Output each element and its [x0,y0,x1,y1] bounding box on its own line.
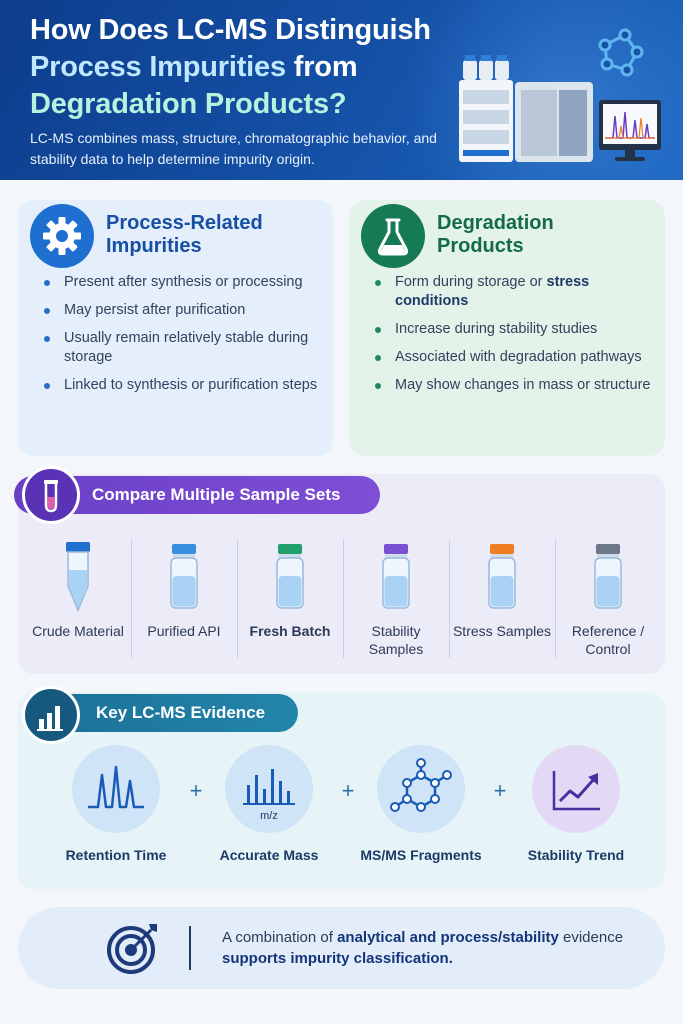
list-item: Linked to synthesis or purification step… [40,376,320,395]
conclusion-part: A combination of [222,929,338,946]
sample-label: Stability Samples [368,623,424,657]
header-banner: How Does LC-MS Distinguish Process Impur… [0,0,683,180]
sample-vial-item: Stability Samples [343,540,449,658]
sample-label: Stress Samples [452,623,552,639]
process-impurities-card: Process-Related Impurities Present after… [18,200,333,456]
mz-axis-label: m/z [260,810,278,822]
list-item: Present after synthesis or processing [40,273,320,292]
sample-vial-item: Reference / Control [555,540,661,658]
evidence-retention-time: Retention Time [51,745,181,865]
chromatogram-icon [72,745,160,833]
target-icon [107,924,157,974]
list-item: Associated with degradation pathways [371,348,651,367]
gear-icon [30,204,94,268]
list-item: Form during storage or stress conditions [371,273,651,311]
footer-divider [189,926,191,970]
title-line-1: How Does LC-MS Distinguish [30,14,431,46]
vial-icon [488,544,516,609]
sample-divider [555,540,556,658]
bar-chart-icon [22,686,80,744]
degradation-bullet-list: Form during storage or stress conditions… [371,273,651,404]
page-subtitle: LC-MS combines mass, structure, chromato… [30,130,437,167]
title-accent: Process Impurities [30,51,286,83]
evidence-label: Stability Trend [527,847,625,863]
conclusion-part: evidence [558,929,624,946]
vial-icon [170,544,198,609]
list-item: May persist after purification [40,301,320,320]
sample-label: Fresh Batch [249,623,331,639]
sample-vial-item: Stress Samples [449,540,555,640]
sample-vial-item: Fresh Batch [237,540,343,640]
plus-sign: + [493,778,507,803]
title-line-3: Degradation Products? [30,88,347,120]
vial-icon [382,544,410,609]
process-bullet-list: Present after synthesis or processing Ma… [40,273,320,404]
evidence-accurate-mass: m/z Accurate Mass [204,745,334,865]
mass-spectrum-icon: m/z [225,745,313,833]
process-card-title: Process-Related Impurities [106,212,263,257]
page-title: How Does LC-MS Distinguish Process Impur… [30,12,470,123]
list-item: Increase during stability studies [371,320,651,339]
sample-label: Purified API [147,623,221,639]
sample-vial-item: Crude Material [25,540,131,640]
sample-divider [343,540,344,658]
evidence-msms-fragments: MS/MS Fragments [356,745,486,865]
sample-divider [449,540,450,658]
sample-label: Crude Material [32,623,124,639]
conclusion-bold: analytical and process/stability [337,929,559,946]
degradation-products-card: Degradation Products Form during storage… [349,200,665,456]
trend-up-icon [532,745,620,833]
centrifuge-tube-icon [66,542,90,612]
test-tube-icon [22,466,80,524]
bullet-text: Form during storage or [395,274,547,290]
flask-icon [361,204,425,268]
lcms-instrument-illustration [459,28,661,162]
molecule-icon [377,745,465,833]
vial-icon [594,544,622,609]
evidence-label: MS/MS Fragments [360,847,482,863]
list-item: Usually remain relatively stable during … [40,329,320,367]
title-line-2: Process Impurities from [30,49,470,86]
sample-divider [237,540,238,658]
plus-sign: + [189,778,203,803]
molecule-decoration-icon [598,28,644,77]
conclusion-bold: supports impurity classification. [222,950,453,967]
degradation-card-title: Degradation Products [437,212,554,257]
title-line-2-rest: from [285,51,358,83]
conclusion-text: A combination of analytical and process/… [222,927,642,969]
sample-vial-item: Purified API [131,540,237,640]
evidence-label: Accurate Mass [219,847,319,863]
plus-sign: + [341,778,355,803]
vial-icon [276,544,304,609]
evidence-label: Retention Time [65,847,167,863]
sample-label: Reference / Control [571,623,645,657]
sample-divider [131,540,132,658]
list-item: May show changes in mass or structure [371,376,651,395]
evidence-stability-trend: Stability Trend [511,745,641,865]
bullet-emphasis: stress conditions [395,274,590,309]
